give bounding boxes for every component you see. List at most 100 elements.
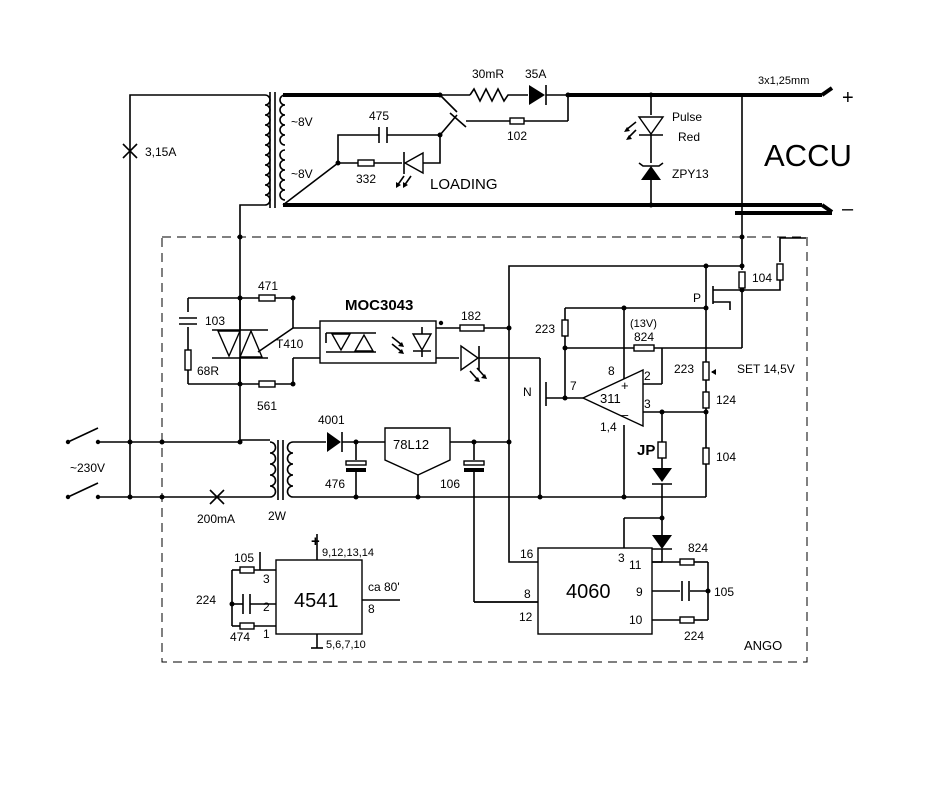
voltage-13v-label: (13V): [630, 318, 657, 330]
resistor-561-label: 561: [257, 399, 277, 413]
diode-35a: [529, 85, 568, 105]
capacitor-103: [179, 317, 197, 325]
positive-bus: [283, 86, 834, 97]
fuse-3-15a: [122, 143, 138, 159]
fuse-200ma-label: 200mA: [197, 512, 235, 526]
resistor-102-label: 102: [507, 129, 527, 143]
led-driver-wires: [436, 327, 541, 382]
resistor-104-side: [776, 263, 784, 281]
regulator-label: 78L12: [393, 437, 429, 452]
resistor-474-4541-label: 474: [230, 630, 250, 644]
ic-4060: [474, 497, 709, 635]
p-mosfet-label: P: [693, 291, 701, 305]
ango-label: ANGO: [744, 638, 782, 653]
mains-label: ~230V: [70, 461, 105, 475]
resistor-104-top-label: 104: [752, 271, 772, 285]
ic-4541-gnd-pins: 5,6,7,10: [326, 639, 366, 651]
fuse-3-15a-label: 3,15A: [145, 145, 176, 159]
ic-4541-vdd-pins: 9,12,13,14: [322, 547, 374, 559]
resistor-124: [702, 391, 710, 409]
resistor-182-label: 182: [461, 309, 481, 323]
loading-led-branch: [282, 150, 441, 206]
minus-terminal: –: [842, 198, 854, 220]
ic-4060-pin16: 16: [520, 547, 534, 561]
n-mosfet: [539, 380, 565, 497]
loading-label: LOADING: [430, 176, 498, 193]
ic-4060-pin10: 10: [629, 613, 643, 627]
ic-4060-pin3: 3: [618, 551, 625, 565]
capacitor-103-label: 103: [205, 314, 225, 328]
resistor-104-bottom-label: 104: [716, 450, 736, 464]
n-mosfet-label: N: [523, 385, 532, 399]
zpy13-label: ZPY13: [672, 167, 709, 181]
rectifier-regulator: [327, 427, 538, 603]
resistor-104-top: [738, 271, 746, 289]
set-label: SET 14,5V: [737, 362, 795, 376]
opamp-minus: –: [621, 407, 629, 422]
plus-terminal: +: [842, 87, 854, 109]
pulse-led-zener: [624, 95, 665, 205]
resistor-824-top: [633, 344, 655, 352]
potentiometer-223-label: 223: [674, 362, 694, 376]
capacitor-224-4541: [242, 594, 251, 614]
junctions: [127, 92, 745, 521]
control-board-outline: [161, 236, 808, 663]
secondary-2-label: ~8V: [291, 167, 313, 181]
resistor-68r: [184, 349, 192, 371]
shunt-label: 30mR: [472, 67, 504, 81]
resistor-332: [357, 159, 375, 167]
resistor-332-label: 332: [356, 172, 376, 186]
capacitor-475-label: 475: [369, 109, 389, 123]
opamp-pin14: 1,4: [600, 420, 617, 434]
resistor-824-osc-label: 824: [688, 541, 708, 555]
capacitor-475: [337, 127, 440, 163]
pulse-label: Pulse: [672, 110, 702, 124]
shunt-30mr: [469, 87, 528, 103]
resistor-471-label: 471: [258, 279, 278, 293]
opamp-plus: +: [621, 378, 629, 393]
opamp-pin3: 3: [644, 397, 651, 411]
triac-t410: [212, 327, 294, 359]
jumper-jp: [623, 412, 672, 550]
capacitor-476-label: 476: [325, 477, 345, 491]
ic-4541-pin3: 3: [263, 572, 270, 586]
resistor-471: [258, 294, 276, 302]
resistor-474-4541: [239, 622, 255, 630]
resistor-224-osc-label: 224: [684, 629, 704, 643]
resistor-105-4541: [239, 566, 255, 574]
supply-rail: [508, 265, 742, 497]
ic-4060-pin8: 8: [524, 587, 531, 601]
resistor-223-left: [561, 319, 569, 337]
cable-label: 3x1,25mm: [758, 75, 809, 87]
resistor-124-label: 124: [716, 393, 736, 407]
opamp-pin2: 2: [644, 369, 651, 383]
resistor-102: [509, 117, 525, 125]
capacitor-105-osc: [681, 581, 690, 601]
aux-transformer: [269, 440, 706, 500]
potentiometer-223: [702, 361, 710, 381]
resistor-824-top-label: 824: [634, 330, 654, 344]
capacitor-224-4541-label: 224: [196, 593, 216, 607]
ic-4060-pin12: 12: [519, 610, 533, 624]
resistor-68r-label: 68R: [197, 364, 219, 378]
feedback-network: [564, 308, 625, 497]
ic-4541-pin8: 8: [368, 602, 375, 616]
triac-t410-label: T410: [276, 337, 304, 351]
power-transistor: [439, 94, 569, 150]
diode-35a-label: 35A: [525, 67, 546, 81]
resistor-105-4541-label: 105: [234, 551, 254, 565]
p-mosfet: [565, 282, 742, 310]
resistor-182: [459, 324, 485, 332]
ic-4060-pin9: 9: [636, 585, 643, 599]
red-label: Red: [678, 130, 700, 144]
moc3043-label: MOC3043: [345, 297, 413, 314]
opamp-pin8: 8: [608, 364, 615, 378]
ic-4060-label: 4060: [566, 581, 611, 603]
ca80-label: ca 80': [368, 580, 400, 594]
opamp-label: 311: [600, 391, 621, 406]
main-transformer: [264, 92, 286, 208]
capacitor-105-osc-label: 105: [714, 585, 734, 599]
ic-4541: [231, 534, 400, 649]
resistor-824-osc: [679, 558, 695, 566]
